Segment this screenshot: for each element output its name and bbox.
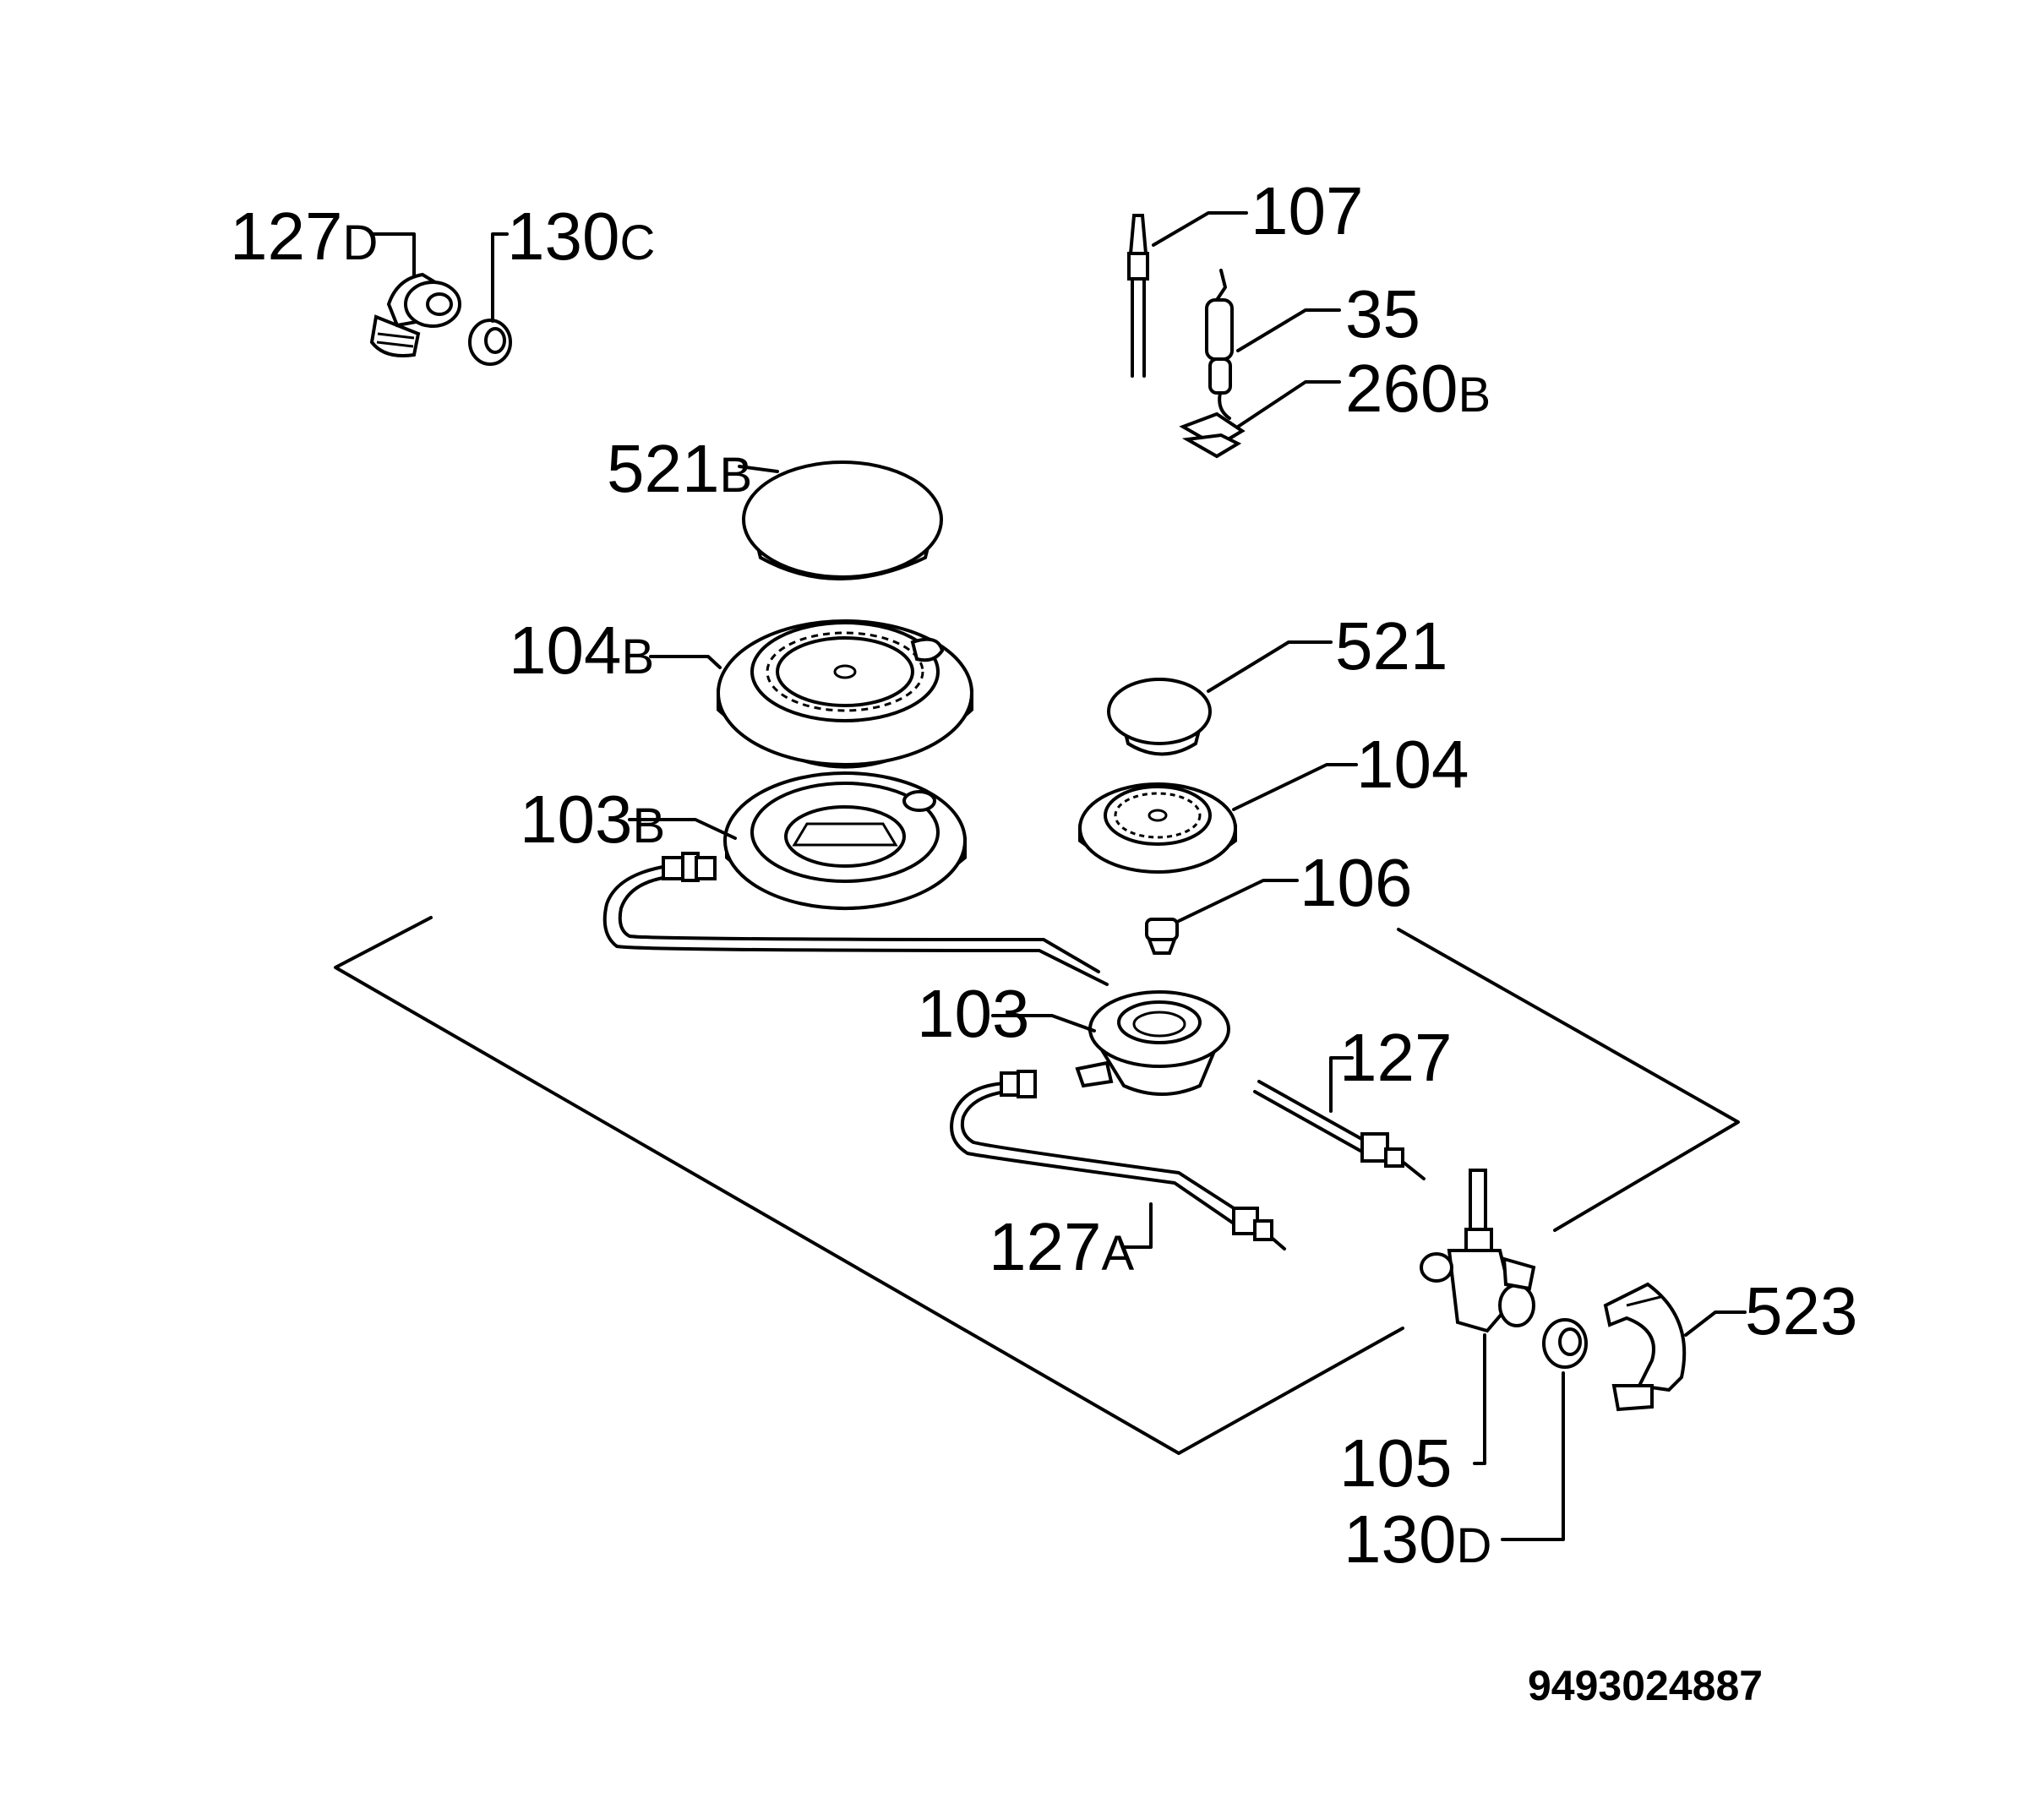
label-127d: 127D xyxy=(230,199,379,274)
label-260b: 260B xyxy=(1345,351,1491,426)
label-104: 104 xyxy=(1356,727,1469,802)
ignition-electrode-35 xyxy=(1205,269,1234,420)
washer-130d xyxy=(1542,1318,1588,1369)
label-130c: 130C xyxy=(507,199,656,274)
label-130d: 130D xyxy=(1344,1501,1492,1577)
washer-130c xyxy=(468,319,512,366)
label-107: 107 xyxy=(1251,173,1364,248)
flame-spreader-104 xyxy=(1078,782,1237,874)
label-105: 105 xyxy=(1339,1425,1453,1501)
label-35: 35 xyxy=(1345,276,1420,351)
supply-pipe-127a xyxy=(950,1070,1286,1251)
thermocouple-107 xyxy=(1127,214,1149,378)
supply-pipe-127 xyxy=(1253,1080,1426,1180)
elbow-fitting-127d xyxy=(369,272,461,357)
label-103: 103 xyxy=(917,976,1030,1051)
injector-106 xyxy=(1145,918,1179,955)
burner-base-103b xyxy=(723,771,967,910)
supply-pipe-103b xyxy=(602,852,1109,986)
flame-spreader-104b xyxy=(717,619,973,769)
label-521: 521 xyxy=(1335,608,1448,684)
gas-valve-105 xyxy=(1420,1169,1536,1333)
bracket-523 xyxy=(1603,1282,1687,1412)
burner-cap-521b xyxy=(742,460,943,580)
hob-outline xyxy=(334,916,1740,1455)
label-523: 523 xyxy=(1745,1273,1858,1349)
label-103b: 103B xyxy=(520,782,666,857)
label-127: 127 xyxy=(1339,1020,1453,1095)
clip-260b xyxy=(1179,411,1246,459)
label-106: 106 xyxy=(1300,845,1413,920)
leader-lines xyxy=(370,211,1747,1541)
burner-cap-521 xyxy=(1107,678,1212,756)
label-127a: 127A xyxy=(989,1209,1135,1284)
document-number: 9493024887 xyxy=(1528,1662,1764,1709)
label-104b: 104B xyxy=(509,613,655,688)
label-521b: 521B xyxy=(607,431,753,506)
burner-base-103 xyxy=(1075,990,1230,1096)
